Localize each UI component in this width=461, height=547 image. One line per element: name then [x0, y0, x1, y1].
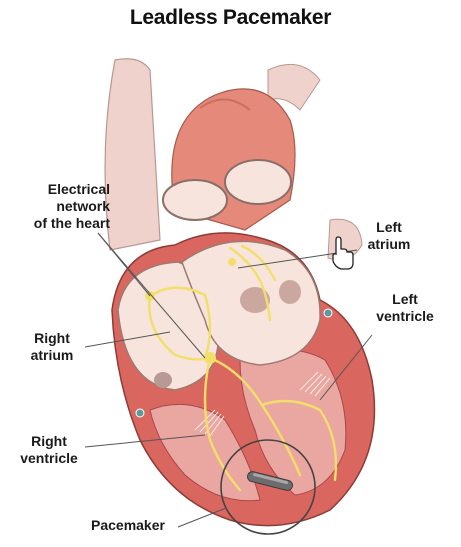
conduction-network: [148, 244, 338, 492]
pulmonary-opening: [224, 159, 292, 205]
label-left-atrium: Left atrium: [367, 219, 411, 252]
pacemaker-device: [247, 471, 293, 491]
label-right-atrium: Right atrium: [30, 330, 74, 363]
la-node: [228, 258, 236, 266]
marker-right: [135, 408, 145, 418]
superior-vena-cava: [104, 58, 161, 251]
atrium-hole-a: [240, 287, 270, 313]
label-left-ventricle: Left ventricle: [376, 291, 434, 324]
right-ventricle-cavity: [149, 403, 261, 502]
label-electrical-network: Electrical network of the heart: [33, 181, 110, 231]
av-node: [204, 352, 216, 364]
left-ventricle-cavity: [239, 349, 347, 496]
diagram-title: Leadless Pacemaker: [129, 6, 332, 29]
atrium-hole-b: [279, 280, 301, 304]
hand-pointer-icon: [332, 236, 354, 270]
valve-chordae: [194, 371, 331, 437]
label-pacemaker: Pacemaker: [91, 517, 165, 533]
label-right-ventricle: Right ventricle: [20, 433, 78, 466]
aortic-opening: [162, 179, 228, 221]
magnifier-ring: [220, 439, 316, 535]
atrium-hole-c: [154, 372, 172, 388]
marker-left: [323, 308, 333, 318]
